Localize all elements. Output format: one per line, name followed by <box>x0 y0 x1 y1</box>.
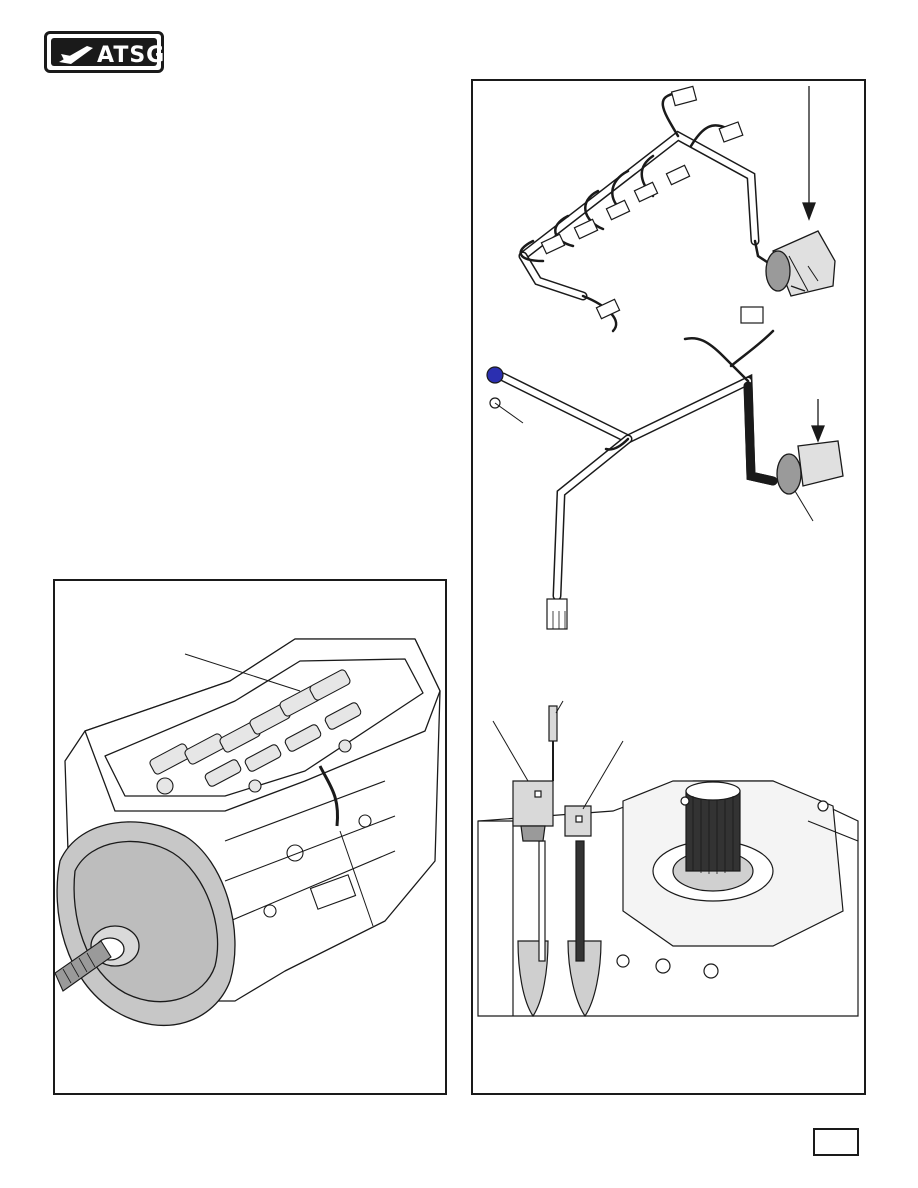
front-pump-housing <box>56 821 236 1027</box>
sensor-leader-lines <box>494 402 814 522</box>
solenoid-connector-leader <box>788 255 809 292</box>
logo-swoosh-icon <box>59 46 93 64</box>
solenoid-connectors <box>540 85 744 320</box>
harness-illustration <box>477 85 859 1018</box>
sensor-connectors <box>486 306 764 630</box>
case-ribs <box>224 780 396 922</box>
speed-sensor-left <box>512 705 558 1018</box>
transmission-case-illustration <box>55 638 441 1027</box>
sensor-harness <box>498 329 778 601</box>
logo-background: ATSG <box>51 38 164 68</box>
sensor-leader-lines-bottom <box>492 700 624 810</box>
leader-lines <box>184 653 374 927</box>
internal-harness <box>318 765 340 827</box>
solenoid-main-connector <box>765 86 836 297</box>
sensor-main-connector <box>776 399 844 495</box>
page-number-box <box>813 1128 859 1156</box>
figure-transmission-case <box>53 579 447 1095</box>
input-shaft <box>55 940 112 992</box>
speed-sensor-right <box>564 805 602 1018</box>
atsg-logo: ATSG <box>44 31 164 73</box>
figure-wiring-harnesses <box>471 79 866 1095</box>
logo-text: ATSG <box>97 43 166 68</box>
valve-body-solenoids <box>149 669 362 795</box>
